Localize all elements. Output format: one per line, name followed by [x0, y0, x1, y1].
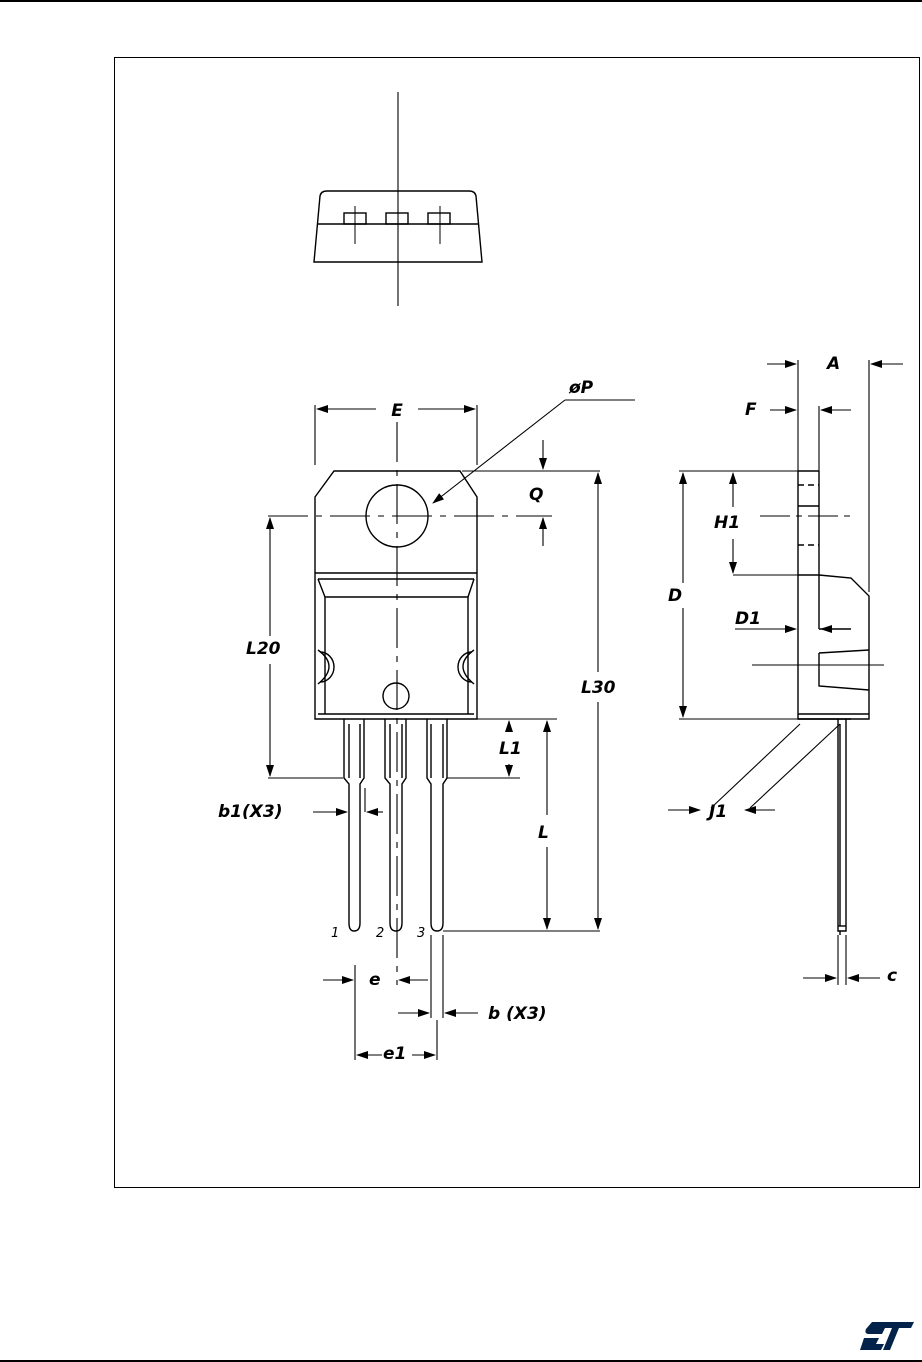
- top-view: [313, 92, 483, 306]
- lead-1: [343, 719, 365, 932]
- label-F: F: [745, 400, 757, 420]
- pin-number-1: 1: [331, 926, 339, 941]
- label-oP: øP: [568, 378, 594, 398]
- label-e1: e1: [383, 1044, 406, 1064]
- front-dimensions: [266, 399, 635, 1060]
- page-bottom-rule: [0, 1360, 922, 1362]
- label-c: c: [887, 966, 897, 986]
- label-Q: Q: [529, 485, 543, 505]
- pin-numbers: 1 2 3: [331, 926, 425, 941]
- label-L30: L30: [581, 678, 616, 698]
- label-J1: J1: [706, 802, 727, 822]
- pin-number-3: 3: [417, 926, 425, 941]
- side-dimensions: [668, 360, 903, 985]
- page-top-rule: [0, 0, 922, 2]
- label-A: A: [825, 354, 840, 374]
- label-L: L: [538, 823, 549, 843]
- label-L1: L1: [499, 739, 522, 759]
- drawing-frame: [114, 57, 920, 1188]
- lead-3: [426, 719, 448, 932]
- label-D: D: [668, 586, 682, 606]
- st-logo: [860, 1322, 914, 1350]
- label-H1: H1: [714, 513, 740, 533]
- lead-2: [384, 719, 407, 932]
- pin-number-2: 2: [376, 926, 384, 941]
- label-b: b (X3): [488, 1004, 547, 1024]
- label-E: E: [391, 401, 403, 421]
- front-centerlines: [268, 422, 552, 985]
- dimension-labels: E øP Q L20 L30 L1 L b1(X3) e b (X3) e1 A…: [218, 354, 897, 1064]
- label-b1: b1(X3): [218, 802, 282, 822]
- side-view: [797, 470, 870, 935]
- label-D1: D1: [735, 609, 761, 629]
- label-L20: L20: [246, 639, 281, 659]
- front-view: [314, 470, 478, 932]
- label-e: e: [369, 970, 381, 990]
